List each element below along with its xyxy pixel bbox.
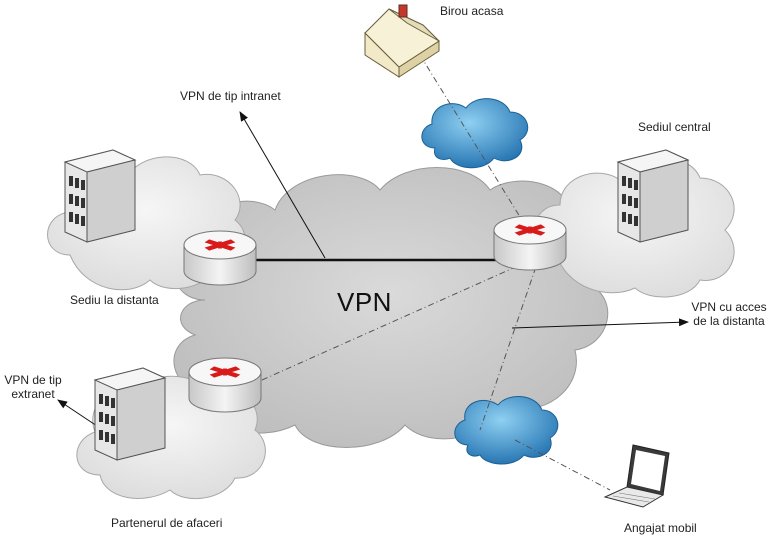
home-office-label: Birou acasa	[440, 4, 504, 18]
extranet-vpn-label: VPN de tip extranet	[2, 373, 64, 401]
intranet-pointer-arrow	[239, 111, 326, 259]
router-business-partner	[188, 357, 262, 413]
house-home-office-icon	[364, 4, 440, 78]
isp-cloud-bottom	[454, 396, 559, 465]
mobile-link-line	[514, 439, 611, 491]
building-headquarters-icon	[616, 149, 690, 243]
router-headquarters	[493, 215, 567, 271]
building-remote-office-icon	[63, 149, 137, 243]
remote-access-vpn-label-line1: VPN cu acces	[691, 300, 767, 314]
router-remote-office	[183, 230, 257, 286]
remote-access-vpn-label: VPN cu acces de la distanta	[684, 300, 774, 328]
remote-access-pointer-arrow	[511, 318, 689, 329]
extranet-tunnel-line	[261, 264, 521, 381]
intranet-vpn-label: VPN de tip intranet	[180, 89, 281, 103]
extranet-vpn-label-line2: extranet	[11, 387, 55, 401]
remote-access-tunnel-line	[479, 254, 541, 431]
extranet-vpn-label-line1: VPN de tip	[4, 373, 62, 387]
remote-access-vpn-label-line2: de la distanta	[693, 314, 765, 328]
remote-office-label: Sediu la distanta	[70, 293, 159, 307]
extranet-pointer-arrow	[57, 399, 101, 429]
headquarters-label: Sediul central	[638, 120, 711, 134]
business-partner-label: Partenerul de afaceri	[111, 516, 223, 530]
mobile-employee-label: Angajat mobil	[624, 521, 697, 535]
vpn-center-label: VPN	[337, 287, 392, 317]
isp-cloud-top	[421, 98, 529, 169]
laptop-mobile-employee-icon	[603, 444, 670, 508]
building-business-partner-icon	[93, 367, 167, 461]
